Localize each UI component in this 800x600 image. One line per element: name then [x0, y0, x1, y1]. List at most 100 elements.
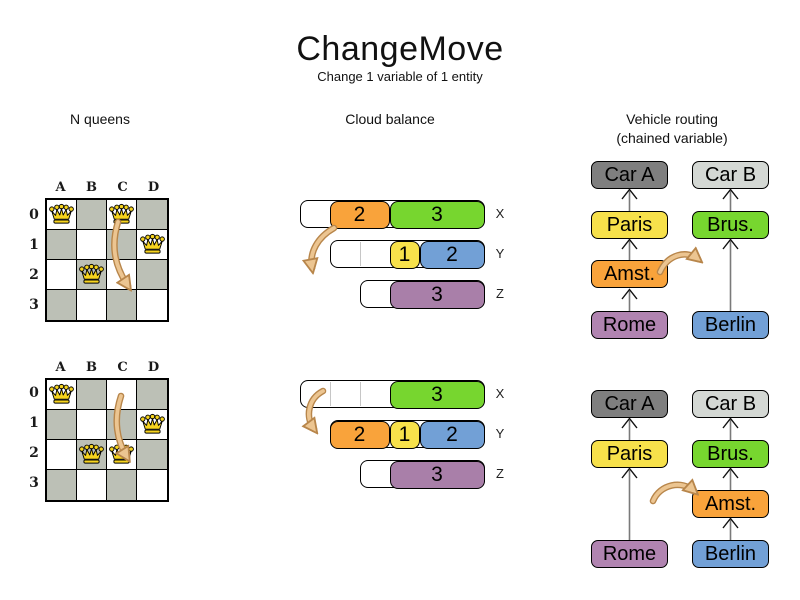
page-title: ChangeMove	[296, 30, 504, 68]
board-cell	[77, 410, 107, 440]
board-cell	[47, 290, 77, 320]
vehicle-box-car-b: Car B	[692, 390, 769, 418]
board-cell	[77, 230, 107, 260]
process-block: 2	[329, 421, 390, 449]
board-cell	[77, 380, 107, 410]
chessboard-before	[45, 198, 169, 322]
queen-icon	[48, 383, 75, 407]
process-block: 3	[389, 281, 485, 309]
capacity-divider	[360, 382, 361, 406]
rank-label: 0	[29, 385, 39, 401]
process-block: 2	[419, 241, 485, 269]
process-block: 1	[389, 421, 420, 449]
board-cell	[137, 440, 167, 470]
queen-icon	[78, 263, 105, 287]
queen-icon	[108, 443, 135, 467]
file-label: A	[55, 180, 66, 195]
city-box-amsterdam: Amst.	[692, 490, 769, 518]
board-cell	[137, 470, 167, 500]
board-cell	[107, 260, 137, 290]
board-cell	[47, 230, 77, 260]
page-subtitle: Change 1 variable of 1 entity	[317, 69, 483, 84]
board-cell	[137, 260, 167, 290]
board-cell	[77, 260, 107, 290]
cloud-header: Cloud balance	[345, 111, 435, 127]
city-box-amsterdam: Amst.	[591, 260, 668, 288]
city-box-berlin: Berlin	[692, 540, 769, 568]
file-label: D	[147, 180, 160, 195]
board-cell	[77, 200, 107, 230]
vehicle-subheader: (chained variable)	[616, 130, 728, 146]
file-label: A	[55, 360, 66, 375]
board-cell	[107, 410, 137, 440]
chain-arrow	[628, 191, 732, 311]
board-cell	[47, 380, 77, 410]
rank-label: 2	[29, 445, 39, 461]
process-block: 1	[389, 241, 420, 269]
rank-label: 0	[29, 207, 39, 223]
board-cell	[137, 380, 167, 410]
computer-label: X	[495, 206, 505, 221]
board-cell	[47, 470, 77, 500]
rank-label: 1	[29, 237, 39, 253]
capacity-divider	[330, 382, 331, 406]
board-cell	[47, 260, 77, 290]
board-cell	[47, 200, 77, 230]
process-block: 3	[389, 381, 485, 409]
computer-tray-z: 3	[360, 280, 485, 309]
rank-label: 3	[29, 297, 39, 313]
vehicle-box-car-a: Car A	[591, 390, 668, 418]
city-box-brussels: Brus.	[692, 211, 769, 239]
process-block: 3	[389, 461, 485, 489]
board-cell	[47, 440, 77, 470]
file-label: B	[86, 360, 97, 375]
board-cell	[77, 290, 107, 320]
nqueens-header: N queens	[70, 111, 130, 127]
board-rank-labels: 0 1 2 3	[26, 378, 42, 498]
city-box-paris: Paris	[591, 440, 668, 468]
city-box-berlin: Berlin	[692, 311, 769, 339]
process-block: 2	[419, 421, 485, 449]
file-label: B	[86, 180, 97, 195]
rank-label: 2	[29, 267, 39, 283]
computer-tray-y: 1 2	[330, 240, 485, 269]
rank-label: 3	[29, 475, 39, 491]
city-box-paris: Paris	[591, 211, 668, 239]
queen-icon	[78, 443, 105, 467]
file-label: C	[117, 360, 128, 375]
rank-label: 1	[29, 415, 39, 431]
queen-icon	[108, 203, 135, 227]
city-box-brussels: Brus.	[692, 440, 769, 468]
board-cell	[77, 440, 107, 470]
file-label: C	[117, 180, 128, 195]
chessboard-after	[45, 378, 169, 502]
chain-arrow	[628, 420, 732, 540]
computer-tray-x: 2 3	[300, 200, 485, 229]
computer-label: Z	[496, 466, 504, 481]
vehicle-box-car-a: Car A	[591, 161, 668, 189]
city-box-rome: Rome	[591, 540, 668, 568]
vehicle-header: Vehicle routing	[626, 111, 718, 127]
board-cell	[107, 380, 137, 410]
board-cell	[137, 230, 167, 260]
computer-label: Z	[496, 286, 504, 301]
board-cell	[137, 410, 167, 440]
queen-icon	[139, 233, 166, 257]
board-rank-labels: 0 1 2 3	[26, 200, 42, 320]
board-cell	[137, 290, 167, 320]
move-arrow-vehicle-after	[649, 485, 694, 505]
board-cell	[107, 200, 137, 230]
process-block: 2	[329, 201, 390, 229]
queen-icon	[139, 413, 166, 437]
board-file-labels: A B C D	[45, 180, 169, 196]
computer-tray-x: 3	[300, 380, 485, 409]
process-block: 3	[389, 201, 485, 229]
file-label: D	[147, 360, 160, 375]
board-cell	[137, 200, 167, 230]
computer-tray-y: 2 1 2	[329, 420, 485, 449]
computer-label: X	[495, 386, 505, 401]
vehicle-box-car-b: Car B	[692, 161, 769, 189]
board-cell	[77, 470, 107, 500]
board-cell	[47, 410, 77, 440]
